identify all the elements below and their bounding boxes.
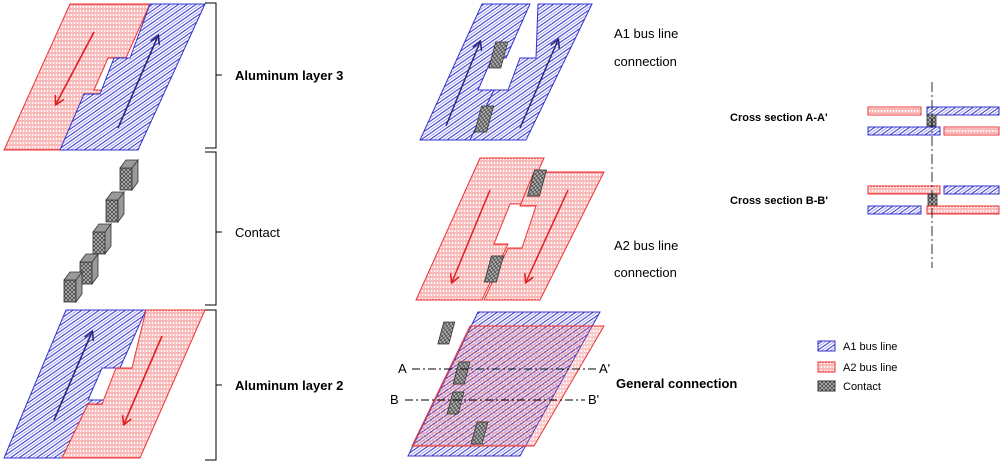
arrow-up-a1-layer2 [53,332,92,421]
arrow-up-a1-left [445,42,480,127]
cs-bb-a1-bottom [867,205,922,215]
label-cross-section-bb: Cross section B-B' [730,195,828,207]
brace-contact [205,151,222,306]
cs-bb-a1-top [943,185,1000,195]
legend-item-a2: A2 bus line [817,361,897,374]
a1-connection-illustration [419,3,593,141]
a2-strip-layer2 [61,309,206,459]
brace-layer2 [205,309,222,461]
general-connection-illustration [407,311,605,457]
cs-aa-a1-bottom [867,126,941,136]
legend-item-contact: Contact [817,380,881,393]
cs-bb-contact [927,193,938,207]
label-a2-connection-2: connection [614,265,677,280]
a1-strip-layer3 [59,3,206,151]
cs-bb-a2-top [867,185,941,195]
a1-connection-left [419,3,531,141]
cross-section-aa-illustration [867,106,1000,136]
label-cross-section-aa: Cross section A-A' [730,112,828,124]
aluminum-layer-3-illustration [3,3,206,151]
a2-connection-right [483,171,605,301]
contact-general [452,361,471,385]
label-a1-connection-2: connection [614,54,677,69]
a2-connection-illustration [415,157,605,301]
cs-aa-a2-bottom [943,126,1000,136]
arrow-down-a2-left [452,189,491,282]
legend-label-contact: Contact [843,381,881,393]
legend-swatch-contact [817,380,836,392]
contact-general [437,321,456,345]
contact-general [470,421,489,445]
cross-section-bb-illustration [867,185,1000,215]
legend-label-a2: A2 bus line [843,362,897,374]
legend-item-a1: A1 bus line [817,340,897,353]
cs-aa-a1-top [926,106,1000,116]
contact-chain-illustration [63,158,139,304]
contact-block [119,158,139,192]
aluminum-layer-2-illustration [3,309,206,459]
legend: A1 bus line A2 bus line Contact [817,340,897,393]
contact-general [446,391,465,415]
brace-layer3 [205,2,222,149]
contact-block [105,190,125,224]
legend-label-a1: A1 bus line [843,341,897,353]
cs-bb-a2-bottom [926,205,1000,215]
label-cut-a: A [398,361,407,376]
legend-swatch-a1 [817,340,836,352]
label-aluminum-layer-2: Aluminum layer 2 [235,378,343,393]
label-general-connection: General connection [616,376,737,391]
general-a2-shape [411,325,605,447]
a2-strip-layer3 [3,3,151,151]
label-a2-connection-1: A2 bus line [614,238,678,253]
arrow-up-a1-right [519,40,558,129]
contact-a2-top [526,169,547,197]
arrow-down-a2-layer2 [124,335,163,424]
contact-block [92,222,112,256]
contact-block [63,270,83,304]
cs-aa-a2-top [867,106,922,116]
label-contact: Contact [235,225,280,240]
arrow-down-a2 [56,31,95,104]
a1-strip-layer2 [3,309,147,459]
contact-a1-top [488,41,509,69]
label-cut-b: B [390,392,399,407]
arrow-down-a2-right [526,189,569,282]
label-a1-connection-1: A1 bus line [614,26,678,41]
label-cut-a-prime: A' [599,361,610,376]
label-cut-b-prime: B' [588,392,599,407]
contact-block [79,252,99,286]
contact-a2-bottom [483,255,504,283]
cs-aa-contact [926,114,937,127]
legend-swatch-a2 [817,361,836,373]
arrow-up-a1 [117,36,158,129]
a1-connection-right [469,3,593,141]
contact-a1-bottom [474,105,495,133]
label-aluminum-layer-3: Aluminum layer 3 [235,68,343,83]
